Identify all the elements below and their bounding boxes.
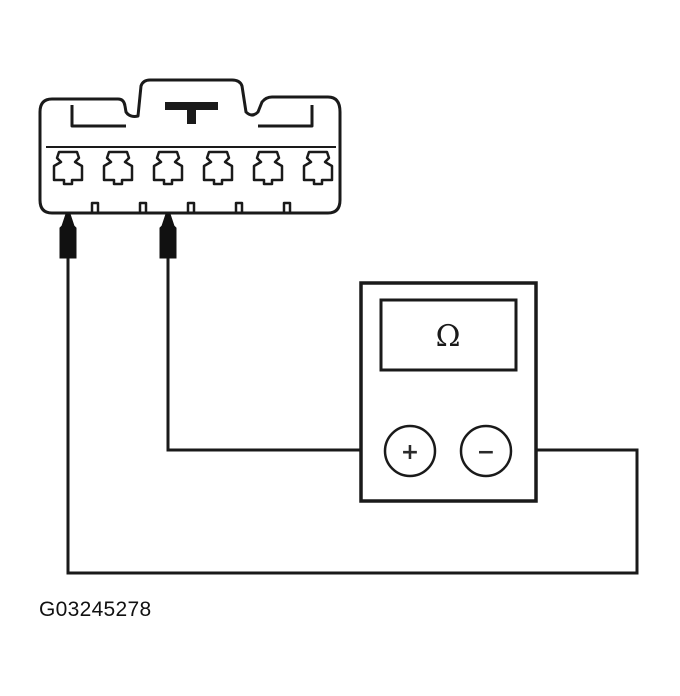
probe-tips [59,213,177,259]
negative-jack [459,424,513,478]
terminal-2 [102,150,134,186]
terminal-3 [152,150,184,186]
multimeter: Ω + − [359,281,538,503]
probe-1-wire [66,258,639,575]
negative-jack-label: − [477,440,495,465]
connector-terminals [52,150,334,186]
probe-2-wire [166,258,385,452]
terminal-4 [202,150,234,186]
figure-reference-code: G03245278 [39,598,152,621]
terminal-5 [252,150,284,186]
positive-jack [383,424,437,478]
connector-right-latch-slot [258,105,314,128]
connector-housing [38,78,342,215]
connector [38,78,342,215]
probe-1-tip [59,213,77,259]
test-leads [66,258,639,575]
multimeter-display [379,298,518,372]
terminal-6 [302,150,334,186]
positive-jack-label: + [401,440,419,465]
connector-key [165,102,218,124]
probe-2-tip [159,213,177,259]
connector-bottom-notches [90,201,292,213]
connector-left-latch-slot [70,105,126,128]
terminal-1 [52,150,84,186]
ohm-symbol: Ω [436,319,461,354]
